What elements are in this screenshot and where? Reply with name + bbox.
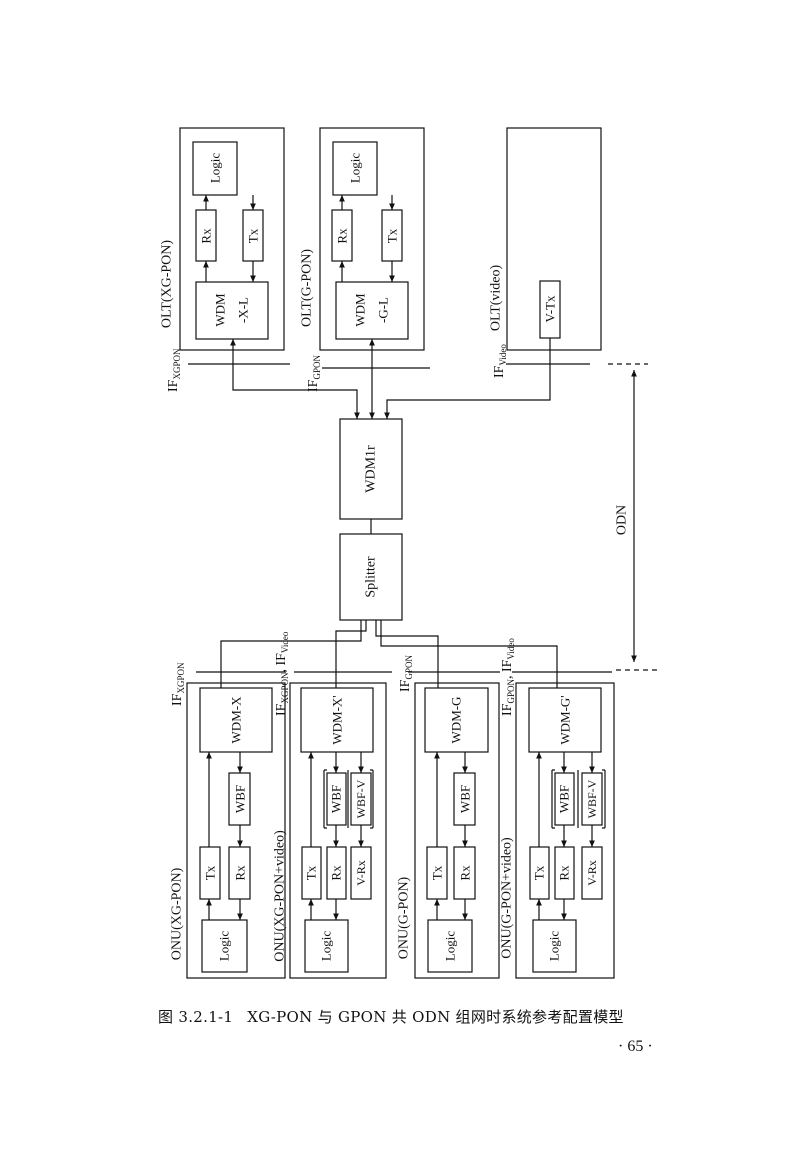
page-number: · 65 ·: [618, 1038, 653, 1055]
onu-xgpon-video-wdm-box: [300, 687, 374, 753]
olt-xgpon-rx-label: Rx: [199, 228, 214, 244]
onu-xgpon-video-tx-label: Tx: [304, 865, 319, 880]
onu-gpon-video-iface-label: IFGPON, IFVideo: [500, 638, 517, 716]
onu-xgpon-video-iface-label: IFXGPON, IFVideo: [274, 631, 291, 716]
olt-video-vtx-label: V-Tx: [543, 295, 558, 322]
onu-gpon-logic-box: [427, 919, 473, 973]
onu-xgpon-video-group: [289, 682, 387, 979]
splitter-label: Splitter: [364, 556, 379, 598]
onu-xgpon-wdm-box: [199, 687, 273, 753]
onu-gpon-video-logic-label: Logic: [547, 931, 562, 962]
odn-label: ODN: [615, 505, 630, 535]
olt-xgpon-title: OLT(XG-PON): [160, 240, 175, 328]
onu-gpon-video-tx-label: Tx: [532, 865, 547, 880]
onu-gpon-video-rx-label: Rx: [557, 865, 572, 881]
olt-gpon-iface-label: IFGPON: [306, 355, 323, 392]
olt-gpon-rx-label: Rx: [335, 228, 350, 244]
olt-xgpon-group: [179, 127, 285, 351]
olt-gpon-title: OLT(G-PON): [300, 249, 315, 327]
onu-xgpon-frame: [186, 682, 286, 979]
onu-xgpon-video-logic-box: [304, 919, 349, 973]
reference-configuration-diagram: Logic Rx Tx WDM -X-L OLT(XG-PON) Logic R…: [160, 127, 660, 979]
onu-gpon-wdm-box: [424, 687, 489, 753]
figure-number: 图 3.2.1-1: [158, 1008, 234, 1026]
figure-title: XG-PON 与 GPON 共 ODN 组网时系统参考配置模型: [247, 1008, 624, 1026]
olt-gpon-group: [319, 127, 425, 351]
onu-xgpon-video-vrx-label: V-Rx: [354, 860, 368, 886]
olt-xgpon-logic-label: Logic: [208, 153, 223, 184]
onu-gpon-video-wdm-label: WDM-G': [558, 695, 573, 744]
olt-video-iface-label: IFVideo: [492, 344, 509, 378]
onu-gpon-frame: [414, 682, 500, 979]
onu-xgpon-video-wbf-label: WBF: [329, 785, 344, 813]
onu-gpon-video-wbfv-label: WBF-V: [585, 779, 599, 818]
olt-xgpon-wdm-box: [195, 281, 269, 340]
olt-gpon-wdm-label-1: WDM: [353, 293, 368, 327]
olt-gpon-logic-box: [332, 141, 378, 196]
onu-gpon-group: [414, 682, 500, 979]
onu-xgpon-video-wdm-label: WDM-X': [330, 695, 345, 744]
onu-xgpon-title: ONU(XG-PON): [170, 867, 185, 960]
onu-gpon-tx-label: Tx: [430, 865, 445, 880]
onu-xgpon-wbf-label: WBF: [233, 785, 248, 813]
onu-xgpon-wdm-label: WDM-X: [229, 696, 244, 744]
onu-xgpon-logic-label: Logic: [217, 931, 232, 962]
wdm1r-label: WDM1r: [364, 445, 379, 493]
onu-xgpon-video-frame: [289, 682, 387, 979]
onu-gpon-video-title: ONU(G-PON+video): [500, 837, 515, 959]
olt-xgpon-wdm-label-1: WDM: [213, 293, 228, 327]
onu-xgpon-video-wbfv-label: WBF-V: [354, 779, 368, 818]
onu-xgpon-video-logic-label: Logic: [319, 931, 334, 962]
onu-gpon-video-vrx-label: V-Rx: [585, 860, 599, 886]
onu-gpon-rx-label: Rx: [458, 865, 473, 881]
olt-gpon-wdm-box: [335, 281, 409, 340]
onu-xgpon-video-rx-label: Rx: [329, 865, 344, 881]
olt-xgpon-wdm-label-2: -X-L: [236, 297, 251, 323]
onu-xgpon-iface-label: IFXGPON: [170, 662, 187, 706]
onu-gpon-video-frame: [515, 682, 615, 979]
olt-gpon-logic-label: Logic: [348, 153, 363, 184]
olt-video-frame: [506, 127, 602, 351]
onu-xgpon-group: [186, 682, 286, 979]
olt-video-title: OLT(video): [489, 264, 504, 331]
olt-xgpon-tx-label: Tx: [246, 228, 261, 243]
onu-xgpon-video-title: ONU(XG-PON+video): [273, 830, 288, 962]
figure-caption: 图 3.2.1-1 XG-PON 与 GPON 共 ODN 组网时系统参考配置模型: [158, 1006, 624, 1027]
onu-gpon-video-logic-box: [532, 919, 577, 973]
olt-xgpon-logic-box: [192, 141, 238, 196]
onu-xgpon-rx-label: Rx: [233, 865, 248, 881]
onu-gpon-video-wdm-box: [528, 687, 602, 753]
olt-gpon-tx-label: Tx: [385, 228, 400, 243]
onu-gpon-video-group: [515, 682, 615, 979]
onu-gpon-iface-label: IFGPON: [398, 655, 415, 692]
onu-xgpon-tx-label: Tx: [203, 865, 218, 880]
onu-gpon-video-wbf-label: WBF: [557, 785, 572, 813]
onu-gpon-logic-label: Logic: [443, 931, 458, 962]
onu-xgpon-logic-box: [201, 919, 248, 973]
onu-gpon-wdm-label: WDM-G: [449, 697, 464, 744]
onu-gpon-title: ONU(G-PON): [397, 876, 412, 959]
onu-gpon-wbf-label: WBF: [458, 785, 473, 813]
olt-gpon-wdm-label-2: -G-L: [376, 297, 391, 323]
olt-xgpon-iface-label: IFXGPON: [166, 348, 183, 392]
